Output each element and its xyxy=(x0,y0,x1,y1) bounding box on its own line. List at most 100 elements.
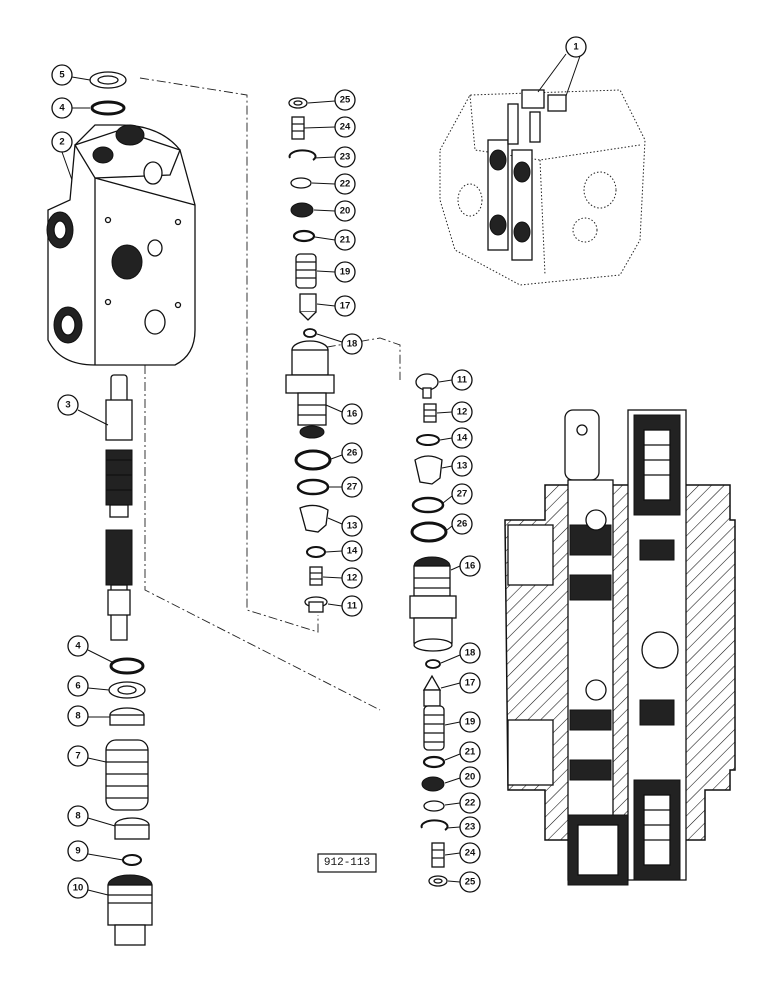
callout-number: 23 xyxy=(340,152,351,163)
ring-23-upper xyxy=(288,149,317,161)
callout-circle xyxy=(459,842,481,864)
callout-number: 18 xyxy=(347,339,358,350)
callout-number: 19 xyxy=(340,267,351,278)
callout-m17: 17 xyxy=(316,295,356,317)
spring-12-upper xyxy=(309,566,323,586)
callout-circle xyxy=(451,427,473,449)
callout-circle xyxy=(51,97,73,119)
valve-bank-assembly-1 xyxy=(439,89,646,286)
callout-number: 23 xyxy=(465,822,476,833)
callout-r13: 13 xyxy=(441,455,473,477)
callout-circle xyxy=(459,766,481,788)
spring-7 xyxy=(105,739,149,811)
callout-leader xyxy=(311,182,336,185)
callout-circle xyxy=(341,595,363,617)
callout-leader xyxy=(327,517,343,525)
callout-leader xyxy=(450,565,461,571)
callout-leader xyxy=(537,53,567,93)
callout-leader xyxy=(444,777,461,784)
callout-leader xyxy=(313,209,336,212)
o-ring-18-lower xyxy=(425,659,441,669)
callout-leader xyxy=(316,333,343,343)
callout-circle xyxy=(459,816,481,838)
callout-m11: 11 xyxy=(327,595,363,617)
callout-number: 25 xyxy=(465,877,476,888)
callout-number: 8 xyxy=(75,711,80,722)
callout-circle xyxy=(67,745,89,767)
cap-10 xyxy=(107,874,153,946)
callout-c4a: 4 xyxy=(51,97,90,119)
o-ring-18-upper xyxy=(303,328,317,338)
callout-c6: 6 xyxy=(67,675,110,697)
callout-number: 22 xyxy=(465,798,476,809)
plug-13-lower xyxy=(414,455,443,485)
seat-20-upper xyxy=(290,202,314,218)
nut-25-lower xyxy=(428,875,448,887)
callout-circle xyxy=(51,131,73,153)
callout-m13: 13 xyxy=(327,515,363,537)
callout-r19: 19 xyxy=(444,711,481,733)
callout-circle xyxy=(451,513,473,535)
callout-number: 22 xyxy=(340,179,351,190)
callout-number: 3 xyxy=(65,400,70,411)
o-ring-4-bottom xyxy=(109,657,145,675)
callout-circle xyxy=(67,675,89,697)
callout-circle xyxy=(67,877,89,899)
callout-leader xyxy=(441,465,453,469)
callout-number: 12 xyxy=(347,573,358,584)
callout-number: 24 xyxy=(465,848,476,859)
callout-circle xyxy=(67,705,89,727)
callout-r18: 18 xyxy=(440,642,481,664)
callout-leader xyxy=(447,880,461,883)
callout-m25: 25 xyxy=(307,89,356,111)
assembly-path-spool xyxy=(144,365,381,711)
callout-leader xyxy=(440,654,461,664)
o-ring-14-upper xyxy=(306,546,326,558)
callout-leader xyxy=(322,576,343,579)
callout-m19: 19 xyxy=(316,261,356,283)
callout-circle xyxy=(341,476,363,498)
callout-c5: 5 xyxy=(51,64,91,86)
callout-leader xyxy=(87,817,116,827)
callout-m18: 18 xyxy=(316,333,363,355)
callout-leader xyxy=(316,270,336,273)
callout-leader xyxy=(446,525,453,531)
callout-leader xyxy=(87,649,113,663)
seal-5 xyxy=(89,71,127,89)
callout-c10: 10 xyxy=(67,877,109,899)
plug-13-upper xyxy=(299,504,329,533)
callout-circle xyxy=(459,792,481,814)
relief-valve-16-lower xyxy=(409,556,457,652)
callout-circle xyxy=(459,672,481,694)
callout-leader xyxy=(440,682,461,689)
spring-19-lower xyxy=(423,705,445,751)
callout-number: 27 xyxy=(347,482,358,493)
callout-number: 10 xyxy=(73,883,84,894)
o-ring-26-upper xyxy=(294,449,332,471)
callout-c4b: 4 xyxy=(67,635,113,663)
o-ring-27-upper xyxy=(296,478,330,496)
callout-circle xyxy=(451,483,473,505)
callout-leader xyxy=(307,100,336,104)
callout-number: 12 xyxy=(457,407,468,418)
callout-number: 8 xyxy=(75,811,80,822)
callout-r27: 27 xyxy=(442,483,473,505)
o-ring-14-lower xyxy=(416,434,440,446)
check-11-upper xyxy=(304,596,328,613)
sectional-view xyxy=(504,409,736,886)
callout-c1: 1 xyxy=(537,36,587,97)
callout-leader xyxy=(87,853,124,861)
callout-circle xyxy=(341,567,363,589)
callout-number: 24 xyxy=(340,122,351,133)
callout-r25: 25 xyxy=(447,871,481,893)
callout-m12: 12 xyxy=(322,567,363,589)
callout-circle xyxy=(341,333,363,355)
callout-number: 20 xyxy=(340,206,351,217)
screw-24-lower xyxy=(431,842,445,868)
callout-leader xyxy=(313,156,336,159)
callout-number: 7 xyxy=(75,751,80,762)
o-ring-27-lower xyxy=(411,496,445,514)
callout-number: 17 xyxy=(340,301,351,312)
callout-number: 25 xyxy=(340,95,351,106)
